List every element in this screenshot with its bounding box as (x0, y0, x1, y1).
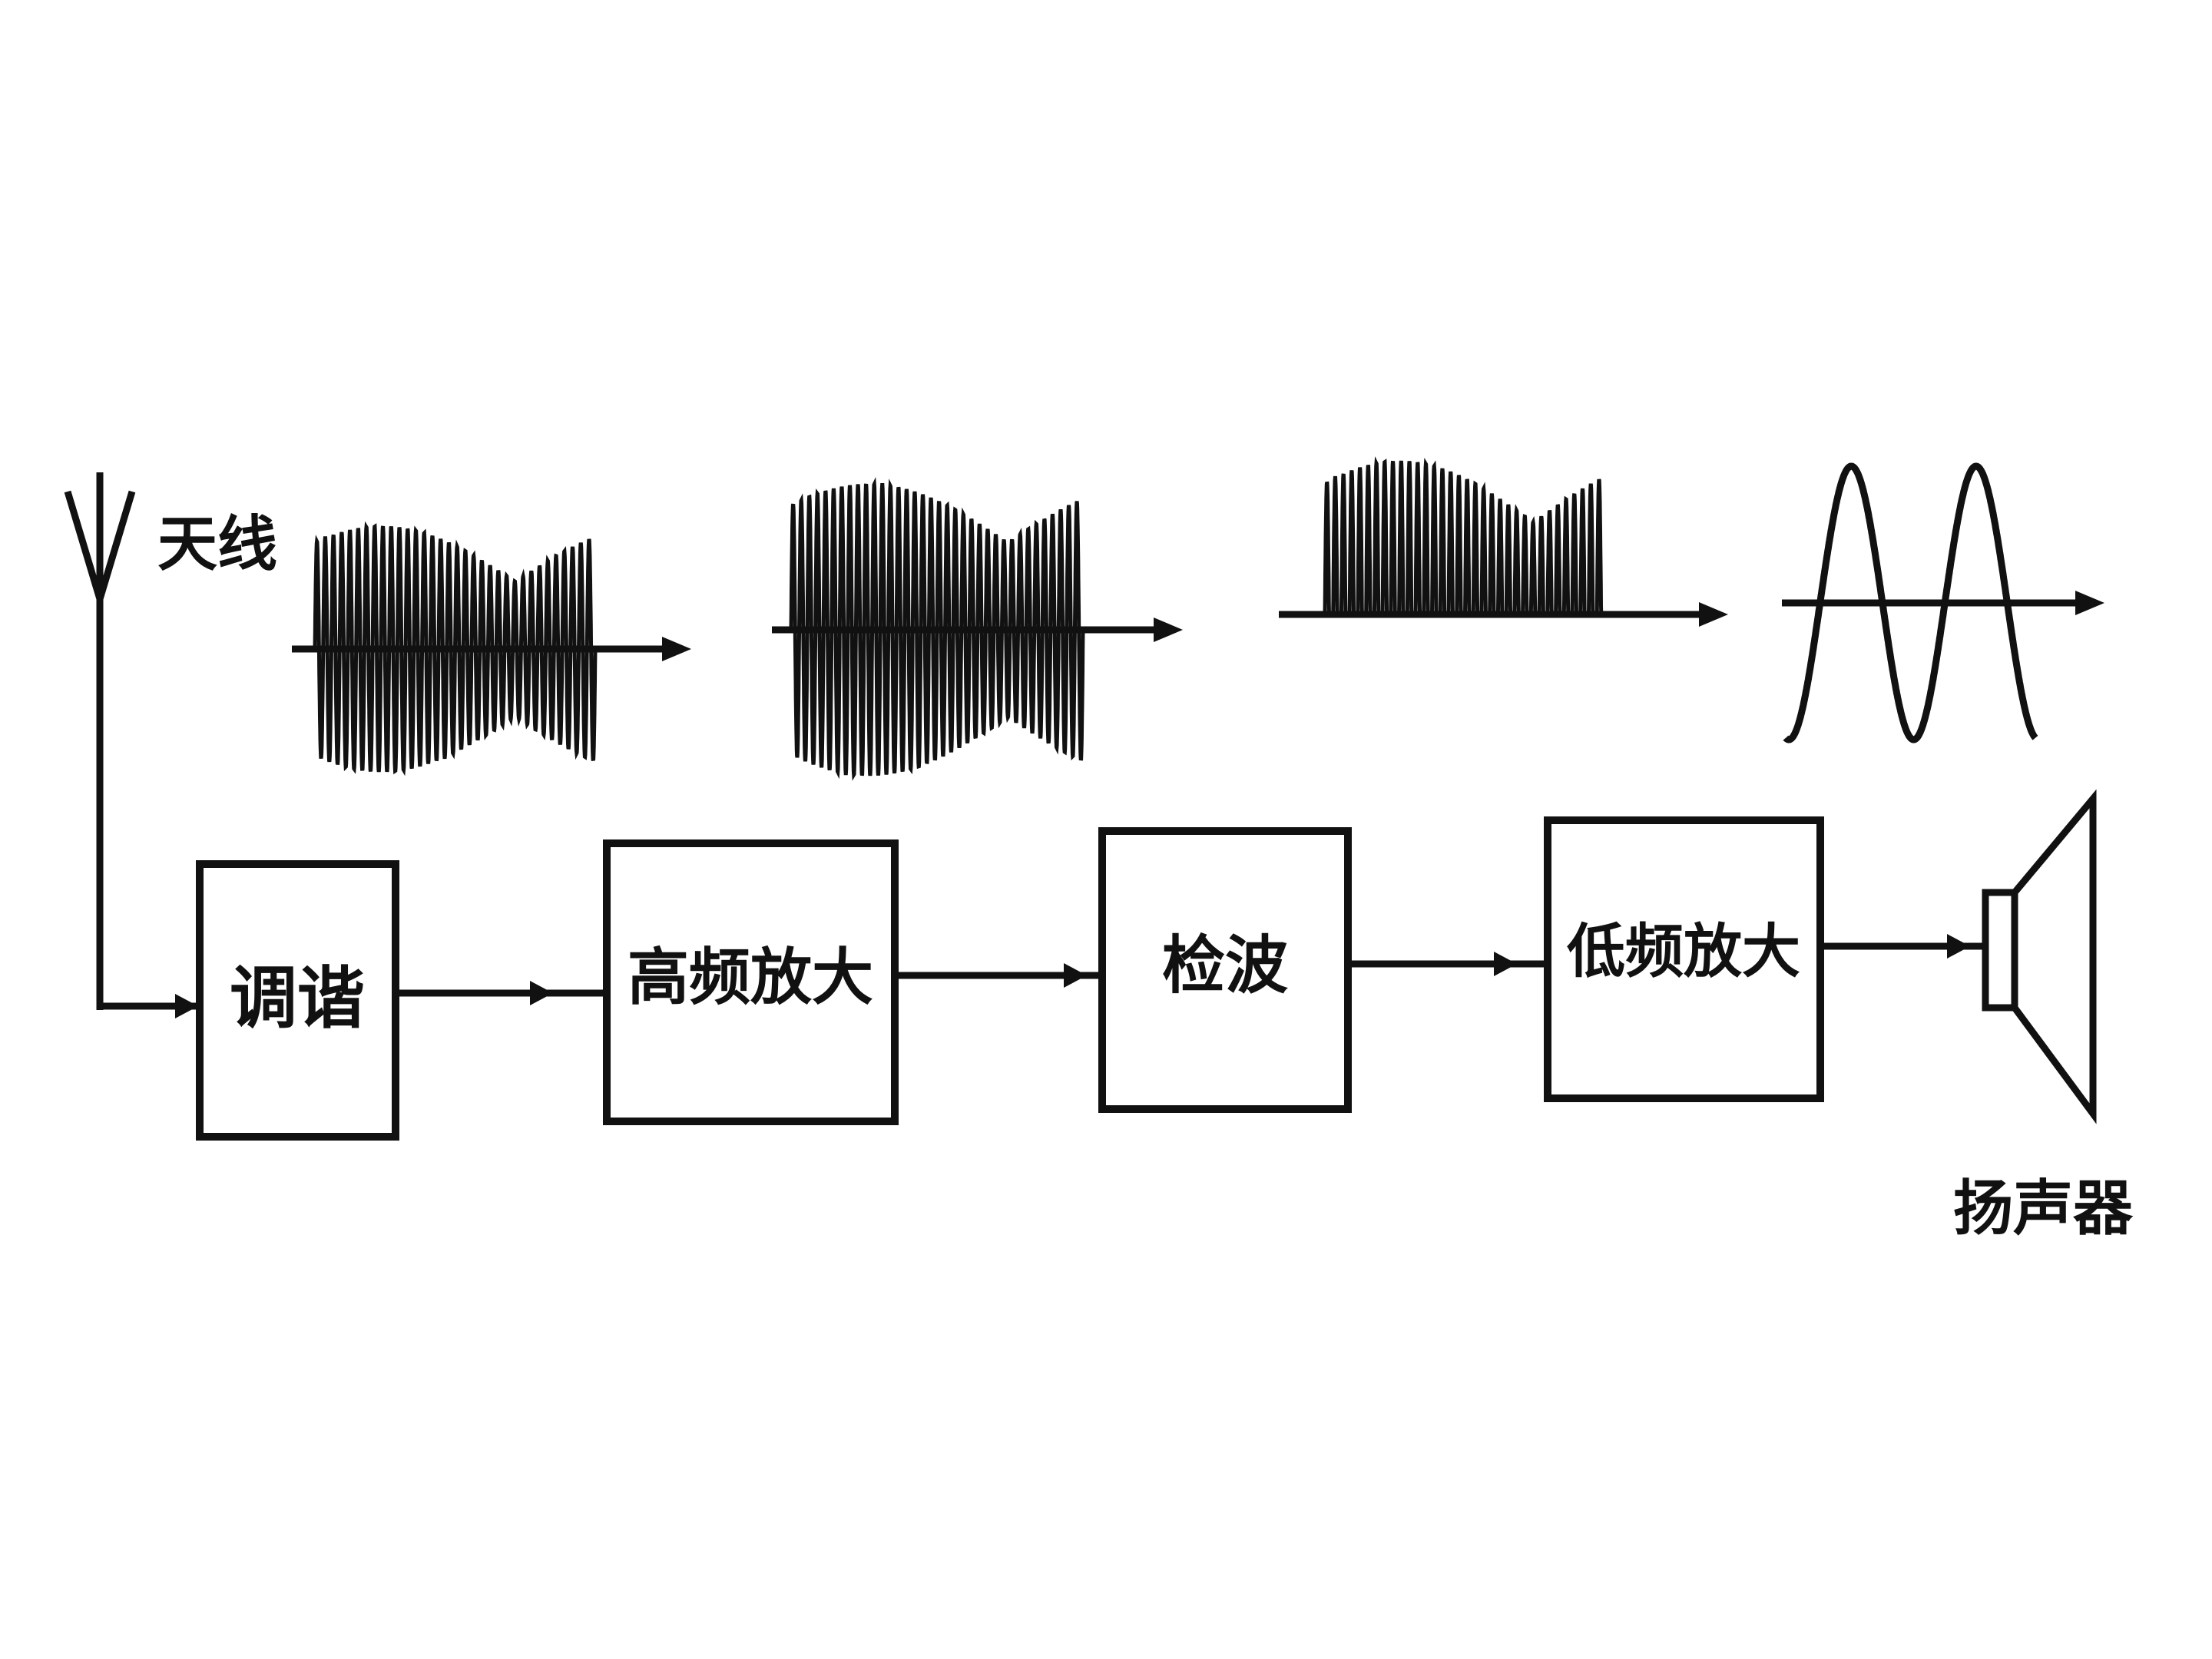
antenna-icon (64, 472, 136, 1010)
wire-hfamp-to-detector (895, 963, 1101, 988)
lf-amp-block (1544, 816, 1824, 1102)
rectified-wave-icon (1279, 456, 1728, 627)
tuning-label: 调谐 (230, 959, 365, 1038)
speaker-label: 扬声器 (1953, 1174, 2134, 1243)
antenna-label: 天线 (157, 510, 277, 579)
am-wave-icon (292, 521, 691, 777)
sine-wave-icon (1782, 462, 2104, 743)
wire-detector-to-lfamp (1348, 952, 1546, 976)
hf-amp-block (603, 839, 899, 1125)
wire-antenna-to-tuning (100, 994, 198, 1018)
detector-block (1098, 827, 1352, 1113)
am-wave-large-icon (772, 477, 1183, 781)
speaker-icon (1982, 789, 2097, 1124)
wire-tuning-to-hfamp (396, 981, 605, 1005)
hf-amp-label: 高频放大 (628, 942, 873, 1013)
lf-amp-label: 低频放大 (1567, 917, 1800, 985)
tuning-block (196, 860, 399, 1141)
wire-lfamp-to-speaker (1820, 934, 1984, 959)
detector-label: 检波 (1162, 929, 1288, 1002)
